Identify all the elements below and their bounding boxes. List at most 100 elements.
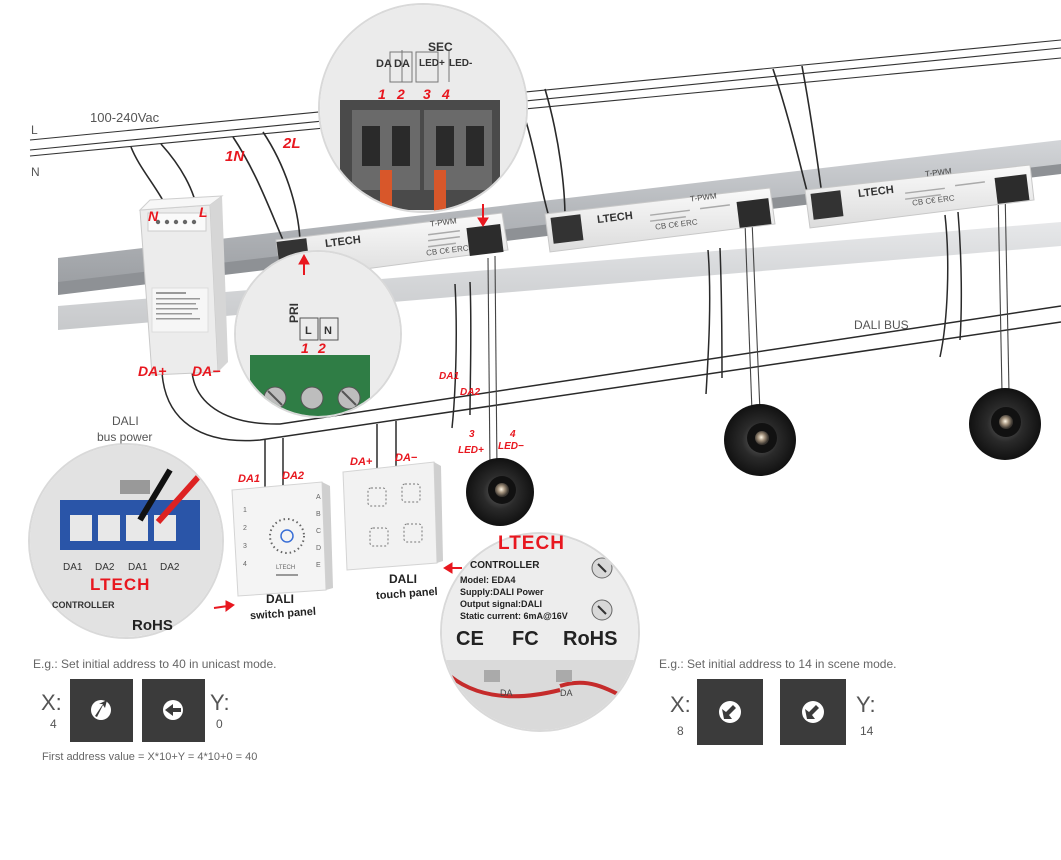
psu-out-plus: DA+ (138, 363, 167, 379)
unicast-x-value: 4 (50, 717, 57, 731)
unicast-formula: First address value = X*10+Y = 4*10+0 = … (42, 751, 258, 763)
zoom-power-terminals (28, 443, 224, 639)
zoom-controller-label (440, 532, 640, 732)
mains-voltage-label: 100-240Vac (90, 110, 160, 125)
unicast-x-label: X: (41, 690, 62, 715)
switch-key-C: C (316, 528, 322, 535)
pri-term-2: 2 (318, 340, 326, 356)
sec-col-1: DA (376, 58, 392, 70)
switch-key-A: A (316, 494, 321, 501)
switch-wire-da1: DA1 (238, 473, 261, 485)
sec-num-2: 2 (397, 86, 405, 102)
psu-zoom-term-3: DA1 (128, 562, 148, 573)
led-num-3: 3 (469, 429, 475, 440)
dial-unicast-y (142, 679, 205, 742)
dial-scene-x (697, 679, 763, 745)
switch-key-E: E (316, 562, 321, 569)
unicast-y-value: 0 (216, 717, 223, 731)
ctl-brand: LTECH (498, 533, 565, 554)
psu-terminal-N: N (148, 208, 159, 224)
ctl-model: Model: EDA4 (460, 575, 516, 585)
switch-key-2: 2 (243, 525, 247, 532)
sec-num-4: 4 (442, 86, 450, 102)
pri-dial-mark-N: N (324, 325, 332, 337)
ctl-term-2: DA (560, 688, 573, 698)
touch-panel-name-1: DALI (389, 572, 417, 586)
scene-y-label: Y: (856, 692, 876, 717)
zoom-primary-terminal (234, 250, 402, 418)
dial-unicast-x (70, 679, 133, 742)
switch-wire-da2: DA2 (282, 470, 305, 482)
zoom-secondary-terminal (318, 3, 528, 213)
sec-col-3: LED+ (419, 58, 445, 69)
ctl-title: CONTROLLER (470, 560, 540, 571)
dial-scene-y (780, 679, 846, 745)
led-minus-label: LED− (498, 441, 524, 452)
ctl-mark-rohs: RoHS (563, 628, 618, 650)
unicast-y-label: Y: (210, 690, 230, 715)
switch-key-4: 4 (243, 561, 247, 568)
pri-term-1: 1 (301, 340, 309, 356)
scene-x-value: 8 (677, 724, 684, 738)
psu-terminal-L: L (199, 204, 208, 220)
pri-label: PRI (287, 302, 302, 324)
dali-bus-power-supply (138, 195, 228, 376)
psu-zoom-brand: LTECH (90, 575, 151, 594)
dali-touch-panel (342, 461, 443, 571)
line-N-label: N (31, 165, 40, 179)
ctl-term-1: DA (500, 688, 513, 698)
red-arrows (213, 204, 489, 612)
line-L-label: L (31, 123, 38, 137)
psu-out-minus: DA− (192, 363, 221, 379)
psu-zoom-rohs: RoHS (132, 617, 173, 634)
arrow-to-touch-panel (443, 562, 462, 574)
switch-key-D: D (316, 545, 322, 552)
dali-bus-wires (161, 211, 1061, 488)
switch-panel-name-1: DALI (266, 592, 294, 606)
mains-drops (130, 65, 823, 241)
tap-2L-label: 2L (283, 135, 301, 152)
spotlight-3 (969, 388, 1041, 460)
bus-da1-label: DA1 (439, 371, 460, 382)
touch-wire-daminus: DA− (395, 452, 418, 464)
mains-lines (29, 39, 1061, 157)
touch-wire-daplus: DA+ (350, 456, 373, 468)
switch-key-3: 3 (243, 543, 247, 550)
psu-zoom-term-4: DA2 (160, 562, 180, 573)
led-plus-label: LED+ (458, 445, 484, 456)
ctl-mark-fc: FC (512, 628, 539, 650)
sec-num-3: 3 (423, 86, 431, 102)
dali-switch-panel (231, 481, 333, 597)
driver-2 (544, 187, 776, 253)
bus-da2-label: DA2 (460, 387, 481, 398)
sec-col-4: LED- (449, 58, 473, 69)
tap-1N-label: 1N (225, 148, 245, 165)
psu-caption-line1: DALI (112, 414, 139, 428)
ctl-supply: Supply:DALI Power (460, 587, 544, 597)
psu-zoom-controller: CONTROLLER (52, 600, 115, 610)
psu-caption-line2: bus power (97, 430, 153, 444)
spotlight-1 (466, 458, 534, 526)
sec-header: SEC (428, 40, 453, 54)
ctl-output: Output signal:DALI (460, 599, 542, 609)
scene-y-value: 14 (860, 724, 874, 738)
pri-dial-mark-L: L (305, 325, 312, 337)
dali-bus-label: DALI BUS (854, 318, 909, 332)
switch-key-B: B (316, 511, 321, 518)
ctl-mark-ce: CE (456, 628, 484, 650)
driver-3 (804, 164, 1035, 229)
switch-key-1: 1 (243, 507, 247, 514)
ctl-current: Static current: 6mA@16V (460, 611, 568, 621)
arrow-to-primary-terminal (298, 253, 310, 275)
arrow-to-driver-1-terminal (477, 204, 489, 227)
sec-col-2: DA (394, 58, 410, 70)
switch-panel-brand: LTECH (276, 565, 296, 571)
spotlight-2 (724, 404, 796, 476)
scene-caption: E.g.: Set initial address to 14 in scene… (659, 657, 897, 671)
arrow-to-switch-panel (213, 600, 235, 612)
scene-x-label: X: (670, 692, 691, 717)
led-leads (487, 187, 1010, 471)
sec-num-1: 1 (378, 86, 386, 102)
psu-zoom-term-1: DA1 (63, 562, 83, 573)
